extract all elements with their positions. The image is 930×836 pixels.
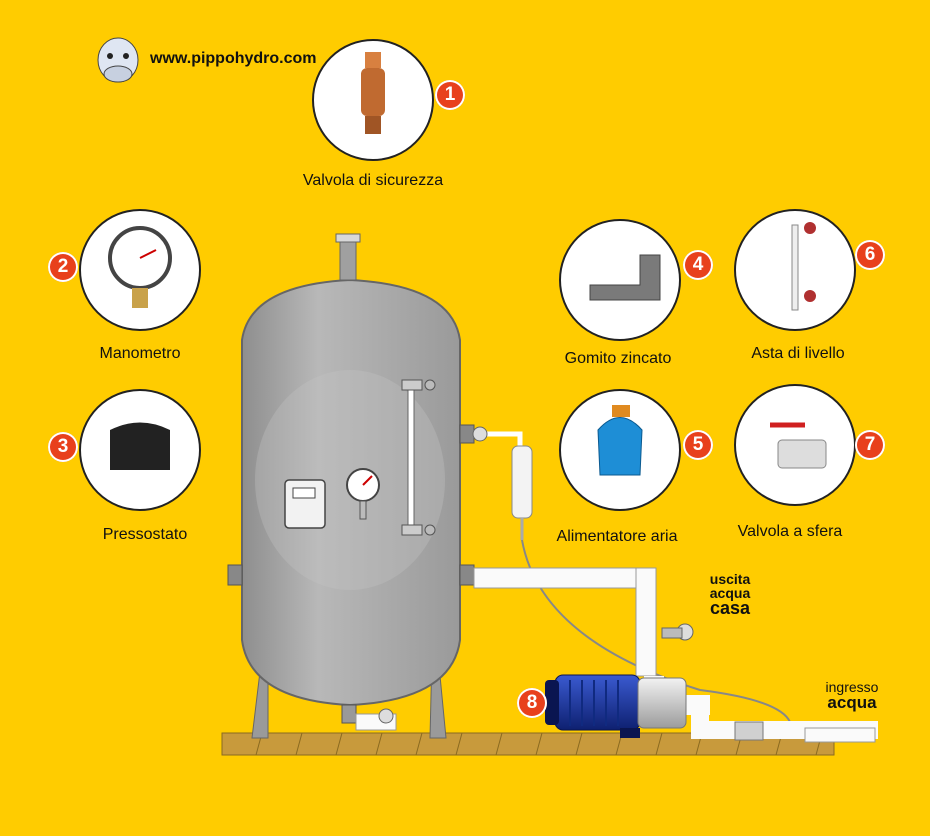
label-valvola-di-sicurezza: Valvola di sicurezza xyxy=(302,172,444,189)
component-circle-5 xyxy=(559,389,681,511)
component-circle-7 xyxy=(734,384,856,506)
inlet-label: ingresso acqua xyxy=(826,680,879,712)
component-circle-3 xyxy=(79,389,201,511)
label-alimentatore-aria: Alimentatore aria xyxy=(556,528,678,545)
label-pressostato: Pressostato xyxy=(102,526,188,543)
pump xyxy=(545,674,687,738)
outlet-label: uscita acqua casa xyxy=(709,571,751,618)
component-circle-1 xyxy=(312,39,434,161)
badge-3: 3 xyxy=(48,432,78,462)
inlet-label-line-2: acqua xyxy=(827,693,877,712)
floor-plank xyxy=(221,732,835,756)
badge-6: 6 xyxy=(855,240,885,270)
badge-1: 1 xyxy=(435,80,465,110)
inlet-label-line-1: ingresso xyxy=(825,679,879,695)
badge-7: 7 xyxy=(855,430,885,460)
badge-2: 2 xyxy=(48,252,78,282)
outlet-pipe xyxy=(473,567,878,743)
label-gomito-zincato: Gomito zincato xyxy=(564,350,672,367)
tank-gauge xyxy=(346,468,380,520)
drain-valve xyxy=(355,708,397,731)
outlet-label-line-3: casa xyxy=(709,598,751,618)
badge-5: 5 xyxy=(683,430,713,460)
website-url: www.pippohydro.com xyxy=(150,50,317,67)
component-circle-6 xyxy=(734,209,856,331)
label-manometro: Manometro xyxy=(99,345,181,362)
tank-level-glass xyxy=(401,379,436,536)
label-asta-di-livello: Asta di livello xyxy=(751,345,845,362)
badge-8: 8 xyxy=(517,688,547,718)
component-circle-2 xyxy=(79,209,201,331)
outlet-label-line-2: acqua xyxy=(709,585,751,601)
badge-4: 4 xyxy=(683,250,713,280)
outlet-label-line-1: uscita xyxy=(709,571,751,587)
component-circle-4 xyxy=(559,219,681,341)
label-valvola-a-sfera: Valvola a sfera xyxy=(737,523,843,540)
mascot-logo xyxy=(97,37,139,83)
tank-pressure-switch xyxy=(284,479,326,529)
